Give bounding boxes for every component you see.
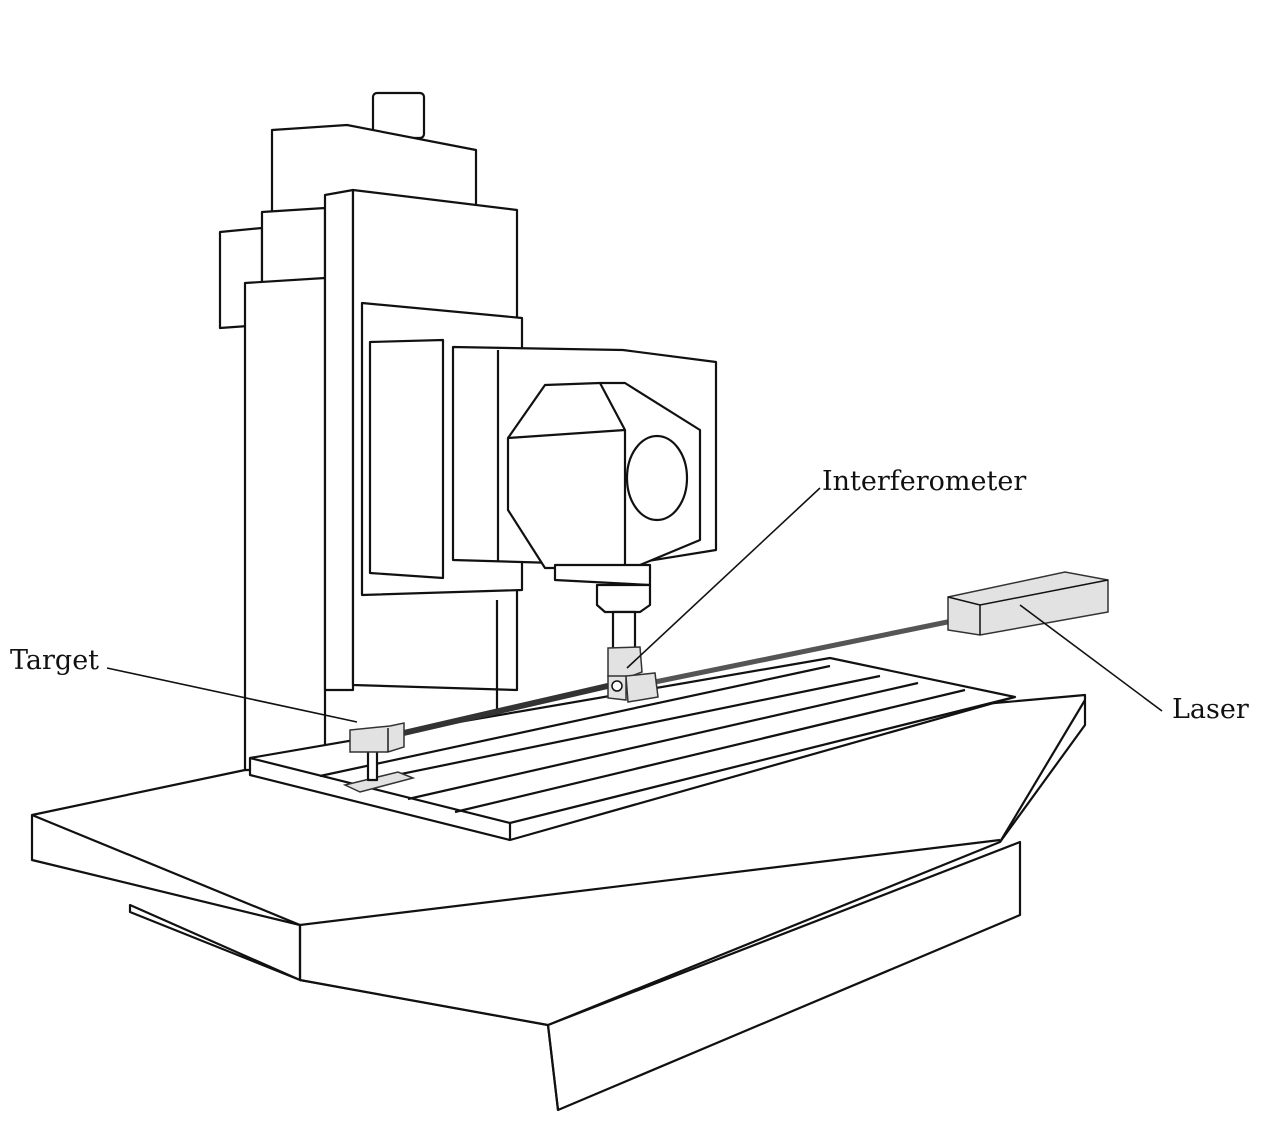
interferometer-optic xyxy=(607,646,659,703)
laser-beam xyxy=(649,616,963,686)
interferometer-leader-line xyxy=(626,487,821,669)
spindle-head xyxy=(451,345,718,654)
target-label: Target xyxy=(10,645,100,676)
laser-label: Laser xyxy=(1172,694,1249,725)
laser-beam xyxy=(394,682,613,738)
machine-column xyxy=(218,91,524,772)
laser-leader-line xyxy=(1019,604,1163,712)
target-leader-line xyxy=(106,667,358,723)
laser-head xyxy=(947,571,1109,636)
target-optic xyxy=(342,722,416,793)
machine-table xyxy=(248,656,1017,842)
interferometer-label: Interferometer xyxy=(822,466,1027,497)
